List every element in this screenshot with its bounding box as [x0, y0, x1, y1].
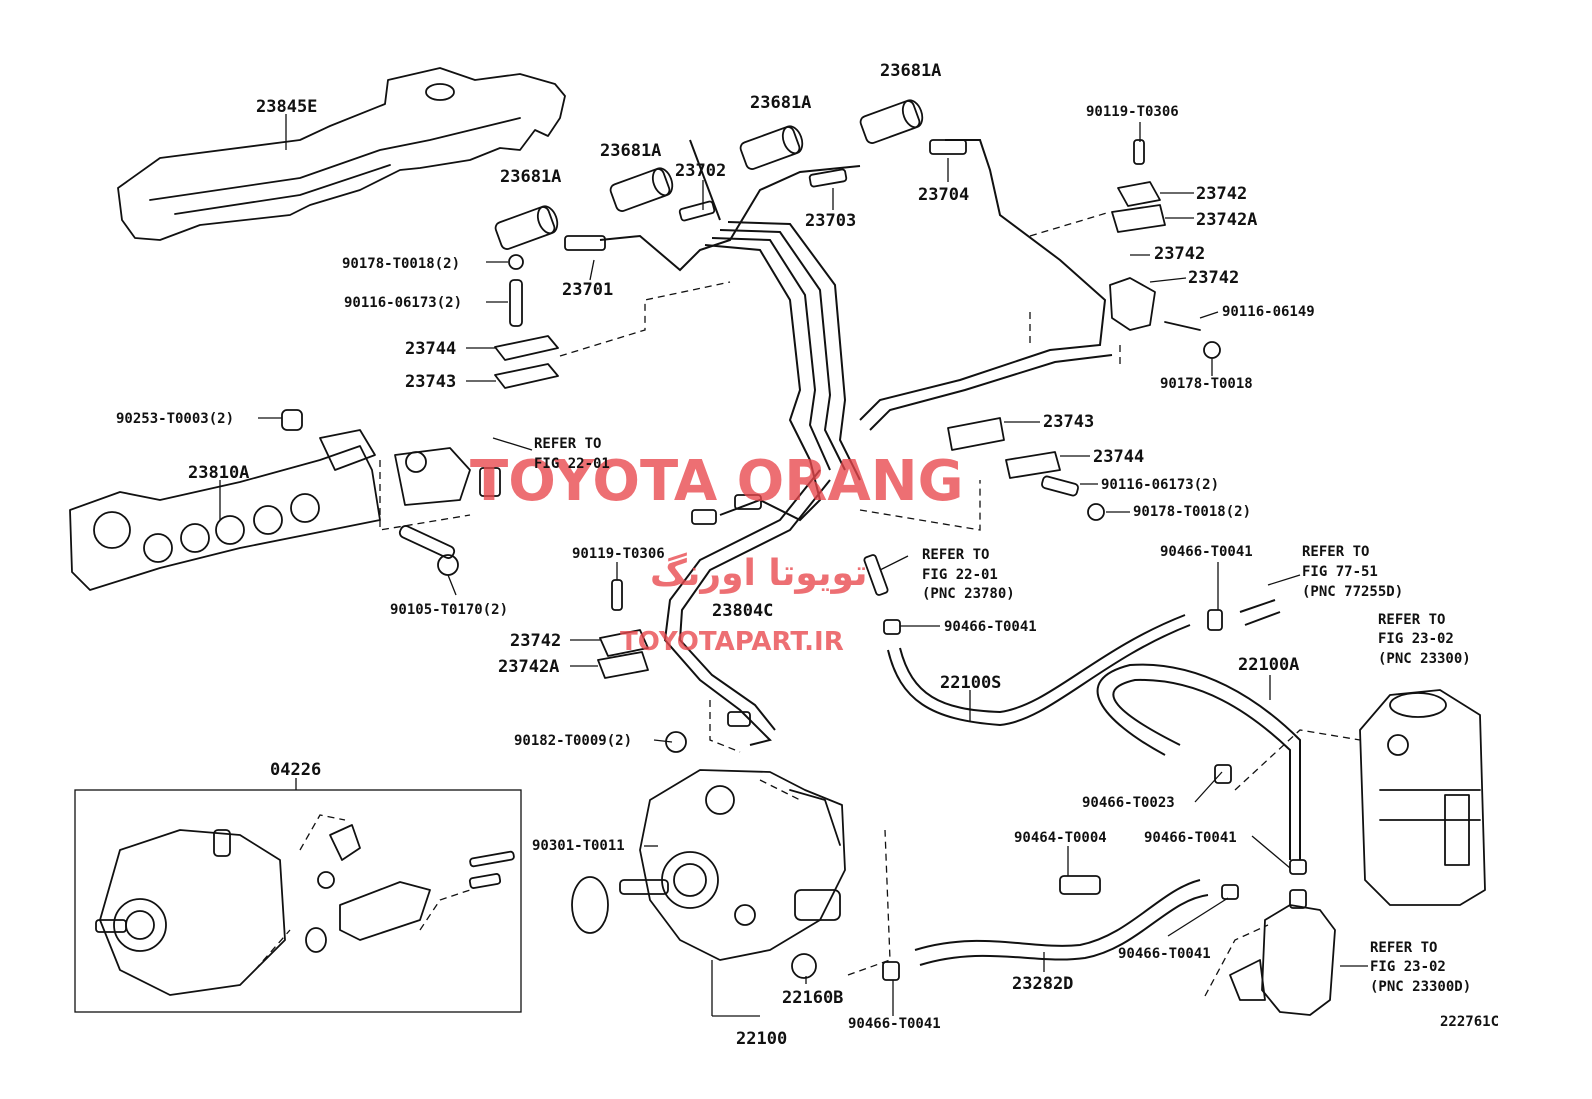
- clamps-drawing: [281, 139, 1221, 753]
- label-22100A: 22100A: [1238, 655, 1299, 675]
- leader-lines: [219, 114, 1368, 1017]
- label-refer-22-01-a1: REFER TO: [534, 436, 601, 452]
- watermark-url: TOYOTAPART.IR: [620, 627, 844, 657]
- label-22160B: 22160B: [782, 988, 843, 1008]
- label-23804C: 23804C: [712, 601, 773, 621]
- label-23742-b: 23742: [1154, 244, 1205, 264]
- label-23704: 23704: [918, 185, 969, 205]
- label-23742A-a: 23742A: [1196, 210, 1257, 230]
- label-23743-a: 23743: [405, 372, 456, 392]
- label-90116-06173-2b: 90116-06173(2): [1101, 477, 1219, 493]
- label-23742-d: 23742: [510, 631, 561, 651]
- engine-cover-drawing: [117, 67, 566, 241]
- label-refer-23-02-b3: (PNC 23300D): [1370, 979, 1471, 995]
- common-rail-drawing: [69, 429, 501, 591]
- sleeve-parts-drawing: [494, 99, 924, 250]
- label-23282D: 23282D: [1012, 974, 1073, 994]
- label-90466-T0041-c: 90466-T0041: [1144, 830, 1237, 846]
- o-ring-drawing: [571, 876, 609, 934]
- fuel-filter-drawing: [1359, 689, 1486, 906]
- label-23742A-b: 23742A: [498, 657, 559, 677]
- label-refer-23-02-a1: REFER TO: [1378, 612, 1445, 628]
- injection-pipes-drawing: [564, 139, 1113, 746]
- label-90466-T0041-e: 90466-T0041: [848, 1016, 941, 1032]
- label-23681A-2: 23681A: [750, 93, 811, 113]
- label-refer-22-01-b3: (PNC 23780): [922, 586, 1015, 602]
- label-04226: 04226: [270, 760, 321, 780]
- watermark: TOYOTA ORANG تویوتا اورنگ TOYOTAPART.IR: [470, 449, 964, 657]
- label-23742-a: 23742: [1196, 184, 1247, 204]
- priming-pump-drawing: [1229, 889, 1336, 1016]
- watermark-arabic: تویوتا اورنگ: [650, 552, 868, 594]
- label-22100S: 22100S: [940, 673, 1001, 693]
- label-23681A-1: 23681A: [880, 61, 941, 81]
- label-90116-06173-2a: 90116-06173(2): [344, 295, 462, 311]
- label-90182-T0009-2: 90182-T0009(2): [514, 733, 632, 749]
- dashed-guides: [254, 211, 1361, 997]
- label-90116-06149: 90116-06149: [1222, 304, 1315, 320]
- label-90466-T0041-b: 90466-T0041: [1160, 544, 1253, 560]
- label-23743-b: 23743: [1043, 412, 1094, 432]
- label-refer-23-02-a3: (PNC 23300): [1378, 651, 1471, 667]
- label-23701: 23701: [562, 280, 613, 300]
- label-23744-b: 23744: [1093, 447, 1144, 467]
- label-90119-T0306-a: 90119-T0306: [1086, 104, 1179, 120]
- label-23702: 23702: [675, 161, 726, 181]
- label-90464-T0004: 90464-T0004: [1014, 830, 1107, 846]
- label-refer-22-01-b1: REFER TO: [922, 547, 989, 563]
- inset-pump-drawing: [95, 824, 515, 996]
- label-90178-T0018-2b: 90178-T0018(2): [1133, 504, 1251, 520]
- label-refer-22-01-b2: FIG 22-01: [922, 567, 998, 583]
- inset-box: [74, 789, 522, 1013]
- label-refer-77-51-3: (PNC 77255D): [1302, 584, 1403, 600]
- part-labels: 23845E 23681A 23681A 23681A 23681A 23702…: [116, 61, 1499, 1049]
- label-90466-T0041-a: 90466-T0041: [944, 619, 1037, 635]
- label-23810A: 23810A: [188, 463, 249, 483]
- label-90178-T0018: 90178-T0018: [1160, 376, 1253, 392]
- label-refer-23-02-a2: FIG 23-02: [1378, 631, 1454, 647]
- label-90105-T0170-2: 90105-T0170(2): [390, 602, 508, 618]
- label-refer-22-01-a2: FIG 22-01: [534, 456, 610, 472]
- label-refer-23-02-b1: REFER TO: [1370, 940, 1437, 956]
- supply-pump-drawing: [619, 769, 846, 979]
- label-90178-T0018-2a: 90178-T0018(2): [342, 256, 460, 272]
- label-23681A-3: 23681A: [600, 141, 661, 161]
- label-23845E: 23845E: [256, 97, 317, 117]
- label-refer-77-51-1: REFER TO: [1302, 544, 1369, 560]
- label-23742-c: 23742: [1188, 268, 1239, 288]
- hoses-drawing: [882, 599, 1307, 981]
- label-90301-T0011: 90301-T0011: [532, 838, 625, 854]
- label-refer-77-51-2: FIG 77-51: [1302, 564, 1378, 580]
- figure-id: 222761C: [1440, 1014, 1499, 1030]
- label-23744-a: 23744: [405, 339, 456, 359]
- label-refer-23-02-b2: FIG 23-02: [1370, 959, 1446, 975]
- label-23703: 23703: [805, 211, 856, 231]
- label-22100: 22100: [736, 1029, 787, 1049]
- label-90466-T0023: 90466-T0023: [1082, 795, 1175, 811]
- label-90466-T0041-d: 90466-T0041: [1118, 946, 1211, 962]
- label-90253-T0003-2: 90253-T0003(2): [116, 411, 234, 427]
- label-23681A-4: 23681A: [500, 167, 561, 187]
- watermark-brand: TOYOTA ORANG: [470, 449, 964, 514]
- label-90119-T0306-b: 90119-T0306: [572, 546, 665, 562]
